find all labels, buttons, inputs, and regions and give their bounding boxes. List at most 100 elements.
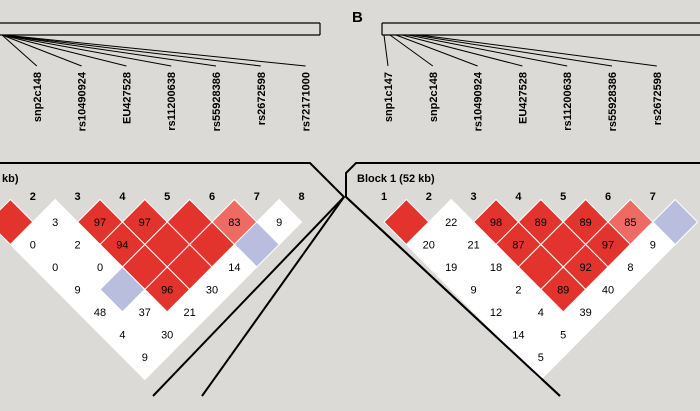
left-snp-label: rs55928386 (211, 72, 223, 131)
right-snp-label: rs10490924 (473, 71, 485, 131)
left-ld-value: 37 (139, 307, 151, 319)
right-ld-value: 22 (445, 217, 457, 229)
right-ld-value: 92 (579, 262, 591, 274)
left-ld-value: 0 (52, 262, 58, 274)
right-snp-label: snp1c147 (383, 72, 395, 122)
right-ld-value: 9 (650, 240, 656, 252)
right-snp-label: rs2672598 (652, 72, 664, 125)
left-ld-value: 30 (206, 285, 218, 297)
right-snp-connector (419, 34, 657, 67)
left-snp-connector (3, 34, 306, 67)
right-ld-value: 5 (538, 352, 544, 364)
left-ld-cell (121, 333, 168, 381)
right-marker-number: 3 (471, 191, 477, 203)
left-ld-value: 83 (228, 217, 240, 229)
right-ld-value: 8 (627, 262, 633, 274)
left-ld-value: 4 (119, 330, 125, 342)
left-marker-number: 5 (164, 191, 170, 203)
left-ld-value: 97 (94, 217, 106, 229)
right-ld-panel: snp1c147 snp2c148 rs10490924 EU427528 rs1120… (345, 22, 700, 397)
left-ld-value: 14 (228, 262, 240, 274)
left-snp-connector (1, 34, 38, 67)
left-marker-number: 3 (75, 191, 81, 203)
right-ld-value: 2 (515, 285, 521, 297)
left-snp-connector (1, 34, 217, 67)
right-ld-value: 89 (535, 217, 547, 229)
right-ld-value: 89 (579, 217, 591, 229)
right-snp-connector (395, 34, 478, 67)
right-ld-value: 97 (602, 240, 614, 252)
right-marker-number: 7 (650, 191, 656, 203)
right-ld-value: 98 (490, 217, 502, 229)
left-snp-connector (1, 34, 172, 67)
left-ld-value: 96 (161, 285, 173, 297)
right-marker-number: 1 (381, 191, 387, 203)
panel-label-b: B (352, 9, 363, 26)
right-ld-value: 20 (423, 240, 435, 252)
right-ld-value: 18 (490, 262, 502, 274)
left-ld-value: 94 (116, 240, 128, 252)
right-snp-connector (389, 34, 434, 67)
left-ld-value: 21 (183, 307, 195, 319)
left-snp-label: EU427528 (121, 72, 133, 124)
left-snp-label: rs2672598 (256, 72, 268, 125)
left-snp-header: snp2c148 rs10490924 EU427528 rs11200638 rs55… (0, 22, 321, 131)
left-snp-label: rs72171000 (301, 72, 313, 131)
left-ld-panel: snp2c148 rs10490924 EU427528 rs11200638 rs55… (0, 22, 346, 397)
left-ld-value: 0 (97, 262, 103, 274)
left-ld-value: 3 (52, 217, 58, 229)
left-block-frame (0, 162, 346, 397)
left-ld-value: 9 (142, 352, 148, 364)
left-marker-number: 6 (209, 191, 215, 203)
left-ld-value: 0 (30, 240, 36, 252)
right-snp-label: EU427528 (517, 72, 529, 124)
left-ld-value: 9 (276, 217, 282, 229)
right-marker-number: 5 (560, 191, 566, 203)
right-ld-value: 19 (445, 262, 457, 274)
right-triangle-edge (345, 196, 561, 397)
left-ld-value: 48 (94, 307, 106, 319)
left-ld-value: 97 (139, 217, 151, 229)
right-marker-number: 2 (426, 191, 432, 203)
left-snp-connector (1, 34, 127, 67)
left-snp-connector (1, 34, 261, 67)
left-triangle-edge (152, 196, 345, 397)
right-snp-connector (383, 34, 389, 67)
left-marker-number: 2 (30, 191, 36, 203)
right-snp-label: rs55928386 (607, 72, 619, 131)
right-snp-connector (401, 34, 523, 67)
right-snp-connector (413, 34, 613, 67)
right-ld-value: 40 (602, 285, 614, 297)
left-snp-label: rs11200638 (166, 72, 178, 131)
right-ld-value: 89 (557, 285, 569, 297)
right-snp-label: rs11200638 (562, 72, 574, 131)
left-marker-number: 4 (119, 191, 126, 203)
left-snp-label: rs10490924 (77, 71, 89, 131)
right-ld-value: 14 (512, 330, 524, 342)
left-ld-value: 9 (75, 285, 81, 297)
right-ld-value: 5 (560, 330, 566, 342)
left-ld-value: 2 (75, 240, 81, 252)
left-marker-number: 7 (254, 191, 260, 203)
right-ld-value: 21 (467, 240, 479, 252)
left-snp-label: snp2c148 (32, 72, 44, 122)
right-snp-label: snp2c148 (428, 72, 440, 122)
right-marker-number: 4 (515, 191, 522, 203)
right-ld-value: 9 (471, 285, 477, 297)
right-ld-value: 87 (512, 240, 524, 252)
right-ld-value: 12 (490, 307, 502, 319)
left-marker-number: 8 (299, 191, 305, 203)
right-marker-number: 6 (605, 191, 611, 203)
right-ld-value: 4 (538, 307, 544, 319)
left-ld-value: 30 (161, 330, 173, 342)
right-block-label: Block 1 (52 kb) (357, 173, 435, 185)
left-block-label: kb) (2, 173, 19, 185)
right-ld-value: 85 (624, 217, 636, 229)
left-snp-connector (1, 34, 82, 67)
right-snp-header: snp1c147 snp2c148 rs10490924 EU427528 rs1120… (381, 22, 700, 131)
right-ld-value: 39 (579, 307, 591, 319)
right-snp-connector (407, 34, 568, 67)
